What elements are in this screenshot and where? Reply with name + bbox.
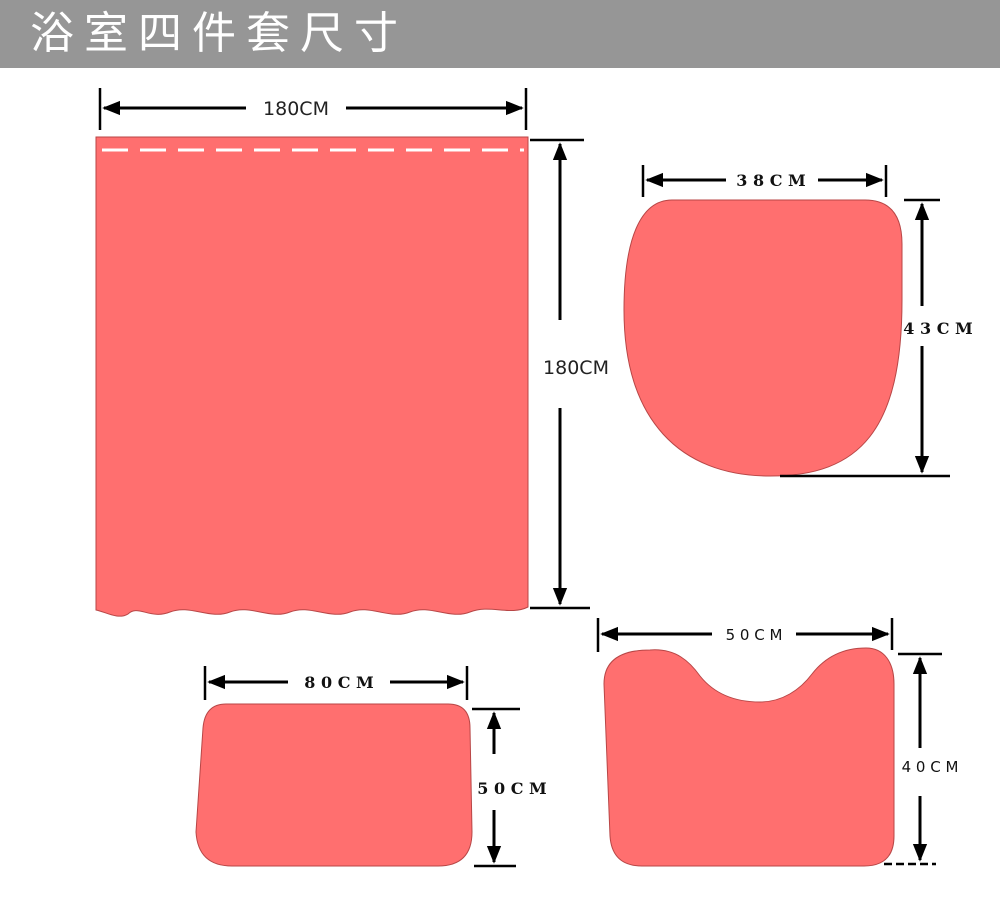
curtain-height-label: 180CM: [543, 357, 609, 379]
contour-height-label: 4 0 C M: [902, 758, 959, 776]
contour-mat: 5 0 C M 4 0 C M: [596, 618, 959, 867]
bath-mat: 8 0 C M 5 0 C M: [195, 666, 547, 868]
title-bar: 浴室四件套尺寸: [0, 0, 1000, 68]
contour-mat-shape: [603, 647, 895, 867]
mat-height-label: 5 0 C M: [477, 779, 546, 798]
lid-width-label: 3 8 C M: [736, 171, 805, 190]
mat-width-label: 8 0 C M: [304, 673, 373, 692]
toilet-lid-cover: 3 8 C M 4 3 C M: [623, 165, 973, 478]
toilet-lid-cover-shape: [623, 199, 903, 477]
contour-width-label: 5 0 C M: [726, 626, 783, 644]
shower-curtain: 180CM 180CM: [95, 88, 609, 617]
bath-mat-shape: [195, 703, 473, 867]
lid-height-label: 4 3 C M: [903, 319, 972, 338]
shower-curtain-shape: [95, 136, 529, 617]
curtain-width-label: 180CM: [263, 98, 329, 120]
page-title: 浴室四件套尺寸: [30, 8, 408, 59]
